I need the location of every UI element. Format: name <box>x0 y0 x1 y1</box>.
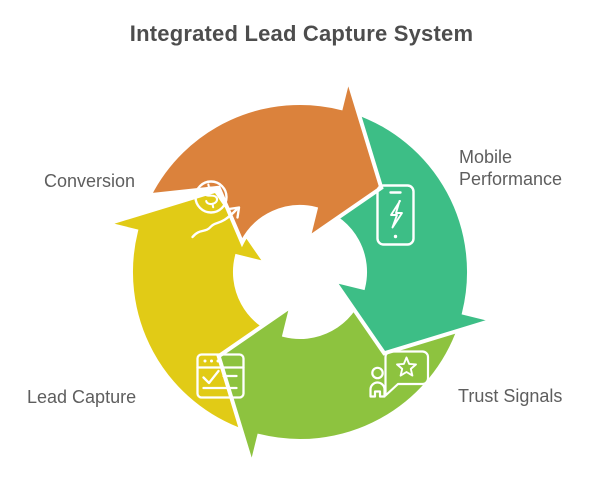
form-checklist-icon <box>196 353 245 399</box>
star <box>396 356 417 377</box>
person-body <box>369 381 386 398</box>
phone-body <box>376 184 415 246</box>
lightning-bolt <box>390 200 403 229</box>
label-mobile-performance: Mobile Performance <box>459 147 563 189</box>
growth-line <box>191 208 238 239</box>
phone-home-dot <box>393 234 398 239</box>
phone-lightning-icon <box>376 184 415 246</box>
person-head <box>371 366 384 380</box>
label-trust-signals: Trust Signals <box>458 386 563 406</box>
form-dot <box>210 359 213 363</box>
form-checkmark <box>202 369 220 385</box>
label-lead-capture: Lead Capture <box>27 387 137 407</box>
speech-bubble <box>384 350 430 397</box>
diagram-title: Integrated Lead Capture System <box>129 21 474 46</box>
form-dot <box>216 359 220 363</box>
dollar-circle <box>194 180 228 214</box>
form-window <box>196 353 245 399</box>
dollar-growth-icon <box>191 180 241 239</box>
segment-icons <box>191 180 430 399</box>
label-conversion: Conversion <box>44 171 136 191</box>
person-review-icon <box>369 350 430 398</box>
segment-conversion <box>145 71 384 248</box>
dollar-bar <box>207 183 215 209</box>
growth-arrowhead <box>227 206 241 219</box>
form-dot <box>203 359 207 363</box>
